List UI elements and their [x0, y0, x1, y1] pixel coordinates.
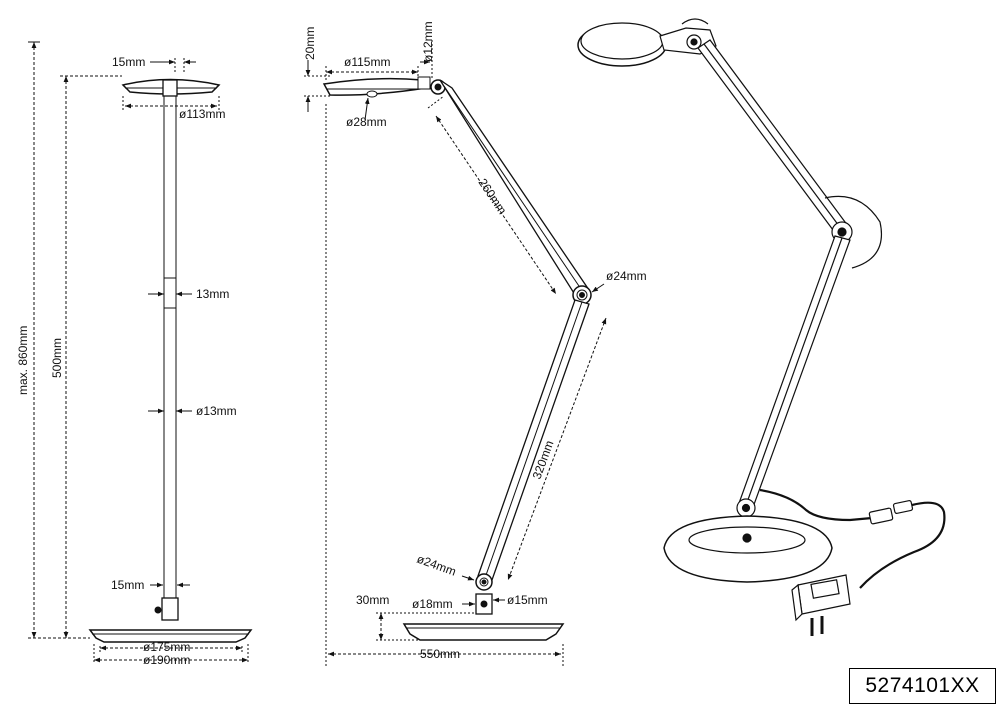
side-head-hub: ø28mm — [346, 115, 387, 129]
front-arm-height: 500mm — [50, 338, 64, 378]
front-base-diameter: ø190mm — [143, 653, 190, 667]
side-head-height: 20mm — [303, 27, 317, 60]
front-joint: 13mm — [196, 287, 229, 301]
side-pivot-diameter: ø12mm — [421, 21, 435, 62]
perspective-view — [577, 18, 946, 636]
front-base-top-diameter: ø175mm — [143, 640, 190, 654]
front-base-collar: 15mm — [111, 578, 144, 592]
side-base-joint: ø24mm — [415, 552, 458, 579]
side-base-height: 30mm — [356, 593, 389, 607]
front-view — [28, 41, 253, 664]
side-view — [304, 40, 607, 666]
front-head-thickness: 15mm — [112, 55, 145, 69]
front-tube-diameter: ø13mm — [196, 404, 237, 418]
side-head-width: ø115mm — [344, 55, 390, 69]
product-code: 5274101XX — [849, 668, 996, 704]
front-head-diameter: ø113mm — [179, 107, 225, 121]
side-base-pivot: ø15mm — [507, 593, 548, 607]
front-max-height: max. 860mm — [16, 326, 30, 395]
side-reach: 550mm — [420, 647, 460, 661]
side-base-hub: ø18mm — [412, 597, 453, 611]
side-elbow-joint: ø24mm — [606, 269, 647, 283]
